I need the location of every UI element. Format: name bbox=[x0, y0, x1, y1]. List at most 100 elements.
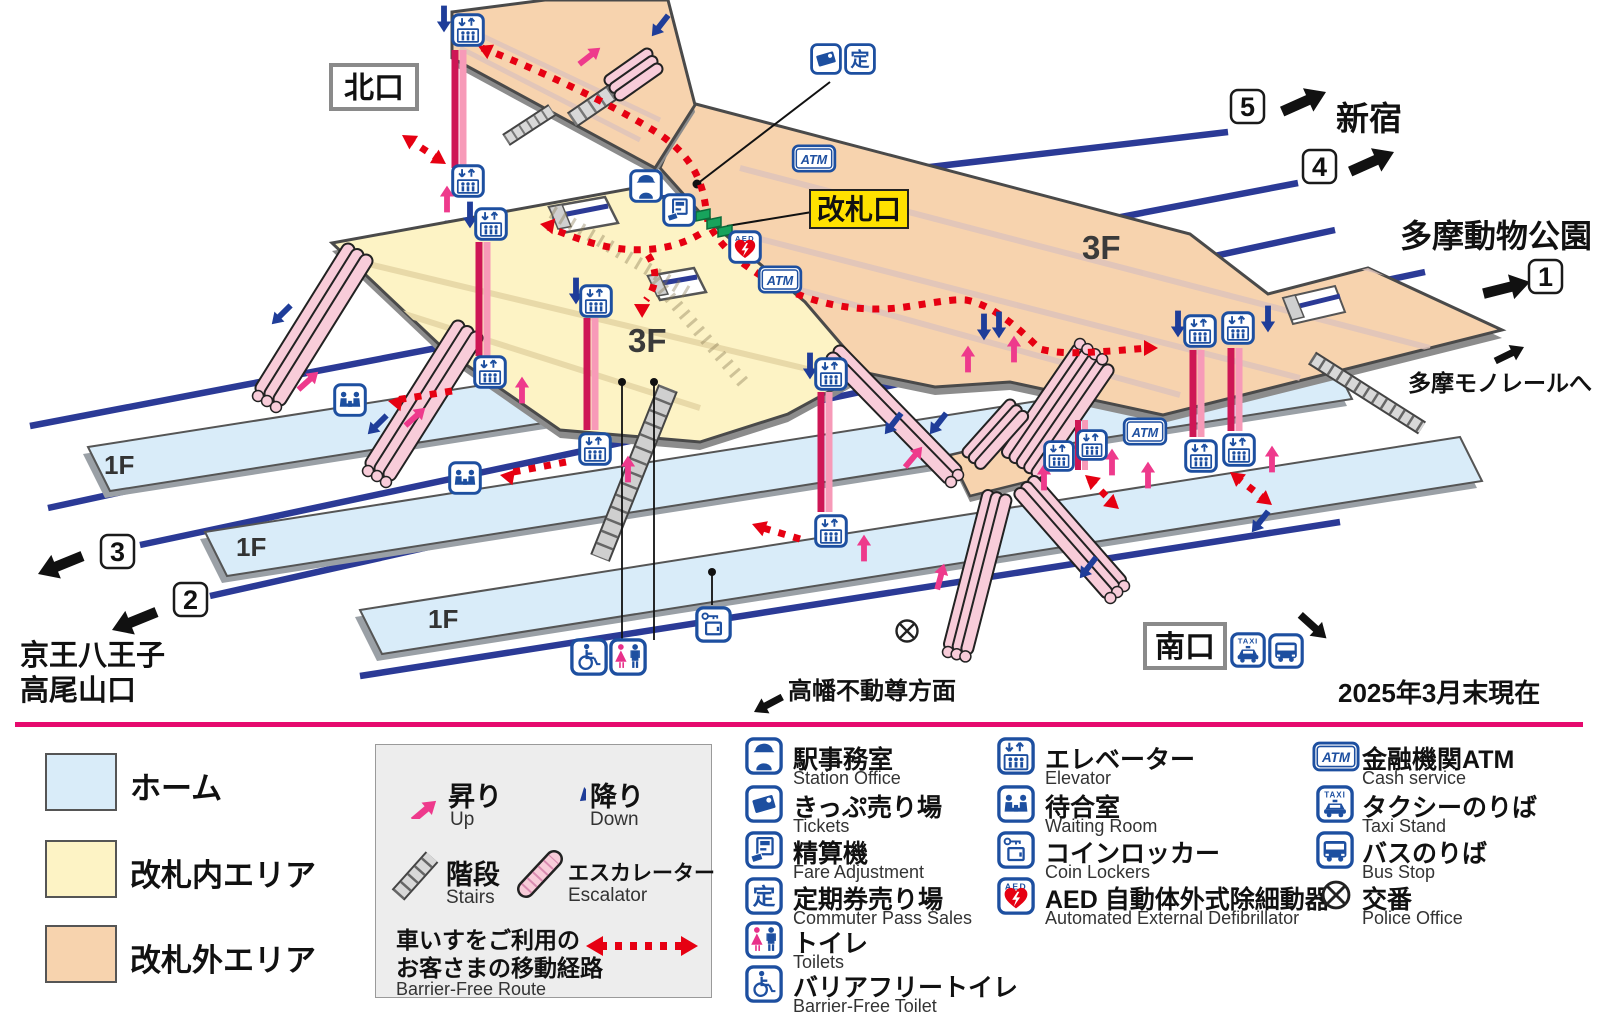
legend-up-jp: 昇り bbox=[448, 782, 502, 812]
exit-labels: 北口 南口 改札口 bbox=[329, 63, 1227, 670]
dest-takahata-fudoson: 高幡不動尊方面 bbox=[788, 677, 956, 705]
bus-stop-icon bbox=[1316, 831, 1354, 869]
elevator-icon bbox=[579, 284, 613, 318]
atm-icon bbox=[757, 265, 803, 294]
waiting-room-icon bbox=[997, 785, 1035, 823]
aed-icon bbox=[728, 230, 762, 264]
escalator-south-west bbox=[941, 489, 1013, 663]
elevator-icon bbox=[1183, 314, 1217, 348]
legend-atm-en: Cash service bbox=[1362, 768, 1467, 788]
elevator-icon bbox=[997, 737, 1035, 775]
legend-label-paid-area: 改札内エリア bbox=[130, 858, 316, 893]
floor-label-3f-unpaid: 3F bbox=[1082, 229, 1121, 266]
floor-label-3f-paid: 3F bbox=[628, 322, 667, 359]
coin-lockers-icon bbox=[695, 606, 732, 643]
map-texts: 新宿 多摩動物公園 多摩モノレールへ 京王八王子 高尾山口 高幡不動尊方面 20… bbox=[20, 100, 1592, 708]
north-exit-label: 北口 bbox=[344, 72, 404, 105]
taxi-stand-icon bbox=[1316, 785, 1354, 823]
police-icon bbox=[895, 619, 919, 643]
legend-tickets-jp: きっぷ売り場 bbox=[793, 794, 943, 822]
aed-icon bbox=[997, 877, 1035, 915]
up-arrow-icon bbox=[407, 794, 442, 819]
legend-escalator-en: Escalator bbox=[568, 885, 648, 906]
dest-tama-monorail: 多摩モノレールへ bbox=[1408, 370, 1592, 396]
arrow-platform4 bbox=[1344, 140, 1400, 184]
escalator-south-east bbox=[1013, 475, 1131, 605]
badge-platform-3: 3 bbox=[99, 533, 136, 570]
legend-barrier-free-en: Barrier-Free Route bbox=[396, 979, 547, 999]
elevator-icon bbox=[1222, 433, 1256, 467]
svg-text:1: 1 bbox=[1538, 262, 1553, 292]
escalator-deck-to-south bbox=[961, 398, 1030, 470]
elevator-icon bbox=[578, 432, 612, 466]
elevator-shafts bbox=[451, 50, 1243, 512]
legend-commuter-pass-en: Commuter Pass Sales bbox=[793, 908, 973, 928]
barrier-free-route-icon bbox=[586, 936, 698, 956]
station-map: ATM AED bbox=[20, 0, 1592, 720]
arrow-to-takahata-fudoson bbox=[750, 689, 787, 720]
arrow-to-shinjuku bbox=[1276, 80, 1332, 124]
elevator-icon bbox=[1221, 311, 1255, 345]
waiting-room-icon bbox=[448, 461, 482, 495]
elevator-icon bbox=[1076, 429, 1108, 461]
dest-shinjuku: 新宿 bbox=[1336, 100, 1402, 137]
legend-up-en: Up bbox=[450, 809, 475, 830]
legend-toilets-jp: トイレ bbox=[793, 930, 869, 958]
legend-elevator-jp: エレベーター bbox=[1045, 746, 1196, 774]
legend-swatch-paid-area bbox=[45, 840, 117, 898]
commuter-pass-icon bbox=[745, 877, 783, 915]
legend-barrier-free-toilet-en: Barrier-Free Toilet bbox=[793, 996, 937, 1016]
legend-aed-en: Automated External Defibrillator bbox=[1045, 908, 1300, 928]
legend-divider bbox=[15, 722, 1583, 727]
badge-platform-1: 1 bbox=[1527, 258, 1564, 295]
legend-fare-adjustment-en: Fare Adjustment bbox=[793, 862, 925, 882]
escalator-bank-nw1 bbox=[251, 242, 374, 414]
elevator-icon bbox=[814, 357, 848, 391]
floor-label-1f: 1F bbox=[236, 532, 266, 562]
elevator-icon bbox=[473, 355, 507, 389]
stairs-icon bbox=[391, 851, 439, 901]
ticket-gates bbox=[695, 208, 733, 238]
floor-label-1f: 1F bbox=[104, 450, 134, 480]
floor-label-1f: 1F bbox=[428, 604, 458, 634]
stairs-on-deck bbox=[548, 206, 753, 393]
legend-label-unpaid-area: 改札外エリア bbox=[130, 943, 316, 978]
legend-police-en: Police Office bbox=[1362, 908, 1463, 928]
legend-bus-jp: バスのりば bbox=[1362, 840, 1488, 868]
svg-text:3: 3 bbox=[110, 537, 125, 567]
elevator-icon bbox=[451, 13, 485, 47]
legend-coin-lockers-jp: コインロッカー bbox=[1045, 840, 1221, 868]
legend-toilets-en: Toilets bbox=[793, 952, 845, 972]
legend-taxi-jp: タクシーのりば bbox=[1362, 794, 1538, 822]
platform-1f-c bbox=[358, 435, 1484, 656]
elevator-icon bbox=[1184, 439, 1218, 473]
legend-label-platform: ホーム bbox=[130, 771, 223, 806]
tickets-icon bbox=[810, 43, 842, 75]
elevator-icon bbox=[814, 514, 848, 548]
date-note: 2025年3月末現在 bbox=[1338, 678, 1540, 708]
escalator-center-long bbox=[825, 344, 965, 489]
atm-icon bbox=[1312, 741, 1360, 772]
dest-keio-hachioji: 京王八王子 bbox=[20, 638, 165, 672]
atm-icon bbox=[1122, 417, 1168, 446]
legend-atm-jp: 金融機関ATM bbox=[1362, 746, 1515, 774]
station-office-icon bbox=[629, 169, 663, 203]
commuter-pass-icon bbox=[844, 43, 876, 75]
leader-lines bbox=[621, 81, 831, 640]
arrow-platform3 bbox=[33, 544, 88, 586]
svg-text:5: 5 bbox=[1240, 92, 1255, 122]
legend-down-en: Down bbox=[590, 809, 639, 830]
badge-platform-2: 2 bbox=[172, 581, 209, 618]
dest-takaosanguchi: 高尾山口 bbox=[20, 674, 136, 707]
legend-stairs-jp: 階段 bbox=[446, 860, 500, 890]
ticket-gate-label: 改札口 bbox=[817, 194, 901, 225]
coin-lockers-icon bbox=[997, 831, 1035, 869]
south-exit-label: 南口 bbox=[1155, 631, 1215, 664]
legend-bus-en: Bus Stop bbox=[1362, 862, 1436, 882]
escalator-bank-ne bbox=[1001, 337, 1115, 480]
legend-waiting-room-jp: 待合室 bbox=[1045, 794, 1121, 822]
station-office-icon bbox=[745, 737, 783, 775]
escalator-bank-bridge bbox=[603, 47, 664, 102]
legend-swatch-platform bbox=[45, 753, 117, 811]
